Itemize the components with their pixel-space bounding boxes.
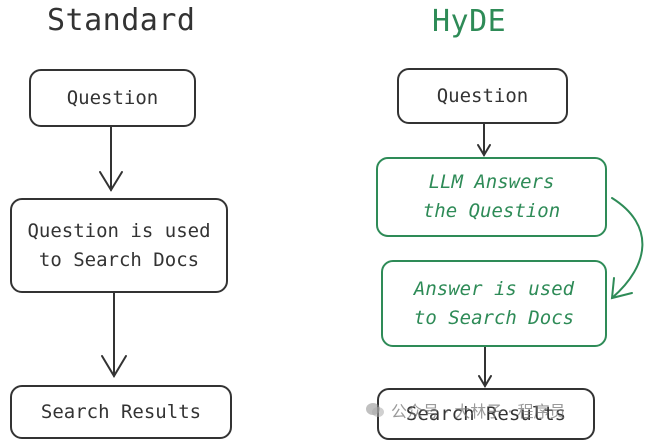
- hyde-results-label: Search Results: [405, 402, 567, 425]
- hyde-answer-line-1: Answer is used: [413, 277, 575, 300]
- standard-arrow-1: [99, 126, 123, 192]
- hyde-arrow-1: [477, 123, 491, 157]
- standard-results-label: Search Results: [40, 400, 202, 423]
- standard-title: Standard: [47, 3, 196, 38]
- hyde-llm-line-2: the Question: [422, 200, 561, 222]
- hyde-llm-line-1: LLM Answers: [428, 171, 555, 193]
- standard-question-box: Question: [29, 69, 196, 127]
- hyde-arrow-2: [478, 346, 492, 388]
- wechat-icon: [366, 403, 384, 417]
- standard-results-box: Search Results: [10, 385, 232, 439]
- standard-arrow-2: [101, 291, 127, 378]
- standard-question-label: Question: [66, 86, 159, 109]
- hyde-question-label: Question: [436, 84, 529, 107]
- hyde-answer-box: Answer is used to Search Docs: [381, 260, 607, 347]
- standard-search-box: Question is used to Search Docs: [10, 198, 228, 293]
- watermark: 公众号 · 大林子 · 程序员: [364, 398, 566, 422]
- standard-search-line-1: Question is used: [27, 219, 211, 242]
- hyde-question-box: Question: [397, 68, 568, 124]
- hyde-llm-box: LLM Answers the Question: [376, 157, 607, 237]
- watermark-text: 公众号 · 大林子 · 程序员: [391, 402, 566, 421]
- hyde-results-box: Search Results: [377, 388, 595, 440]
- hyde-arrow-curved: [610, 197, 644, 300]
- hyde-title: HyDE: [432, 4, 507, 39]
- standard-search-line-2: to Search Docs: [38, 248, 200, 271]
- hyde-answer-line-2: to Search Docs: [413, 306, 575, 329]
